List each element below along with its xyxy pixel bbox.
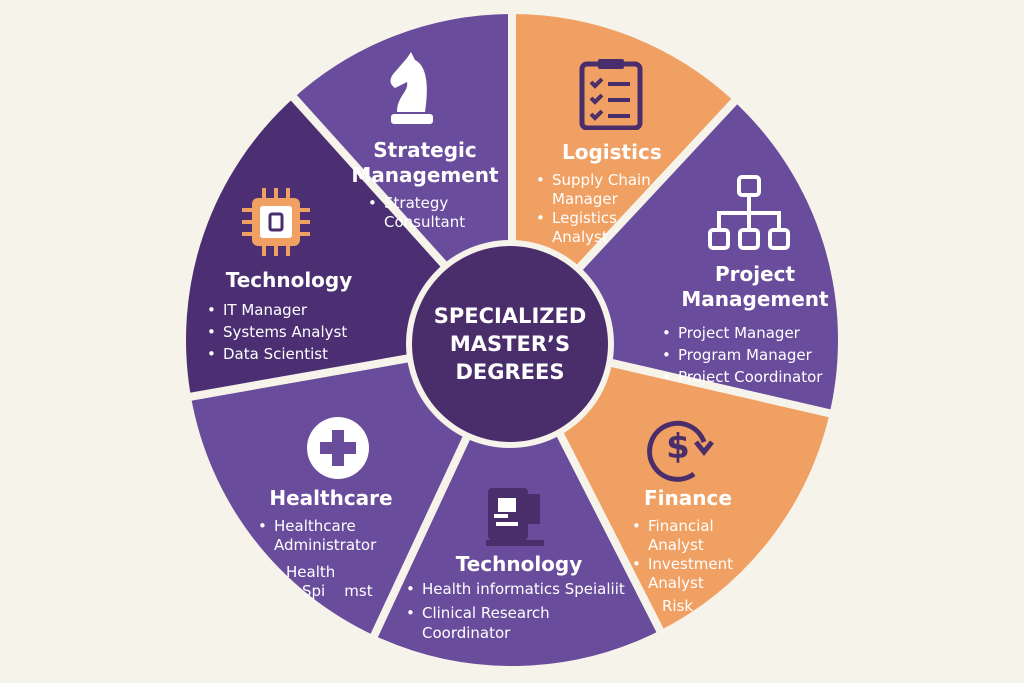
segment-title: Finance — [644, 486, 732, 510]
medical-cross-icon — [307, 417, 369, 479]
org-chart-icon — [708, 175, 790, 250]
list-item: Healthcare Administrator — [256, 517, 384, 555]
wedge-healthcare — [182, 334, 519, 645]
list-item: Financial Analyst — [630, 517, 770, 555]
list-item: Project Coordinator — [660, 366, 850, 388]
segment-title: Logistics — [562, 140, 662, 164]
segment-health-technology: Technology Health informatics SpeialiitC… — [404, 552, 644, 643]
wedge-strategic — [285, 5, 516, 351]
segment-technology: Technology IT ManagerSystems AnalystData… — [205, 268, 365, 365]
segment-title: Technology — [455, 552, 583, 576]
clipboard-checklist-icon — [579, 59, 643, 130]
segment-healthcare: Healthcare Healthcare AdministratorHealt… — [256, 486, 406, 601]
list-item: Legistics Analyst — [534, 209, 654, 247]
list-item: Risk — [662, 597, 694, 615]
microchip-icon — [242, 188, 310, 256]
list-item: Health — [286, 563, 336, 581]
list-item: Program Manager — [660, 344, 850, 366]
segment-logistics: Logistics Supply Chain ManagerLegistics … — [536, 140, 690, 247]
document-device-icon — [486, 488, 544, 546]
list-item: Strategy Consultant — [366, 194, 476, 232]
chess-knight-icon — [390, 52, 433, 124]
segment-title: Technology — [225, 268, 353, 292]
list-item: Health informatics Speialiit — [404, 579, 644, 599]
list-item: Clinical Research Coordinator — [404, 603, 572, 643]
list-item: IT Manager — [205, 299, 365, 321]
segment-finance: Finance Financial AnalystInvestment Anal… — [630, 486, 800, 616]
list-item: Spi mst — [302, 582, 373, 600]
list-item: Systems Analyst — [205, 321, 365, 343]
svg-text:$: $ — [666, 427, 690, 467]
list-item: Project Manager — [660, 322, 850, 344]
list-item: Supply Chain Manager — [534, 171, 654, 209]
wedge-finance — [504, 334, 839, 640]
list-item: Data Scientist — [205, 343, 365, 365]
segment-title: Healthcare — [269, 486, 393, 510]
list-item: Investment Analyst — [630, 555, 748, 593]
dollar-cycle-icon: $ — [647, 420, 714, 482]
